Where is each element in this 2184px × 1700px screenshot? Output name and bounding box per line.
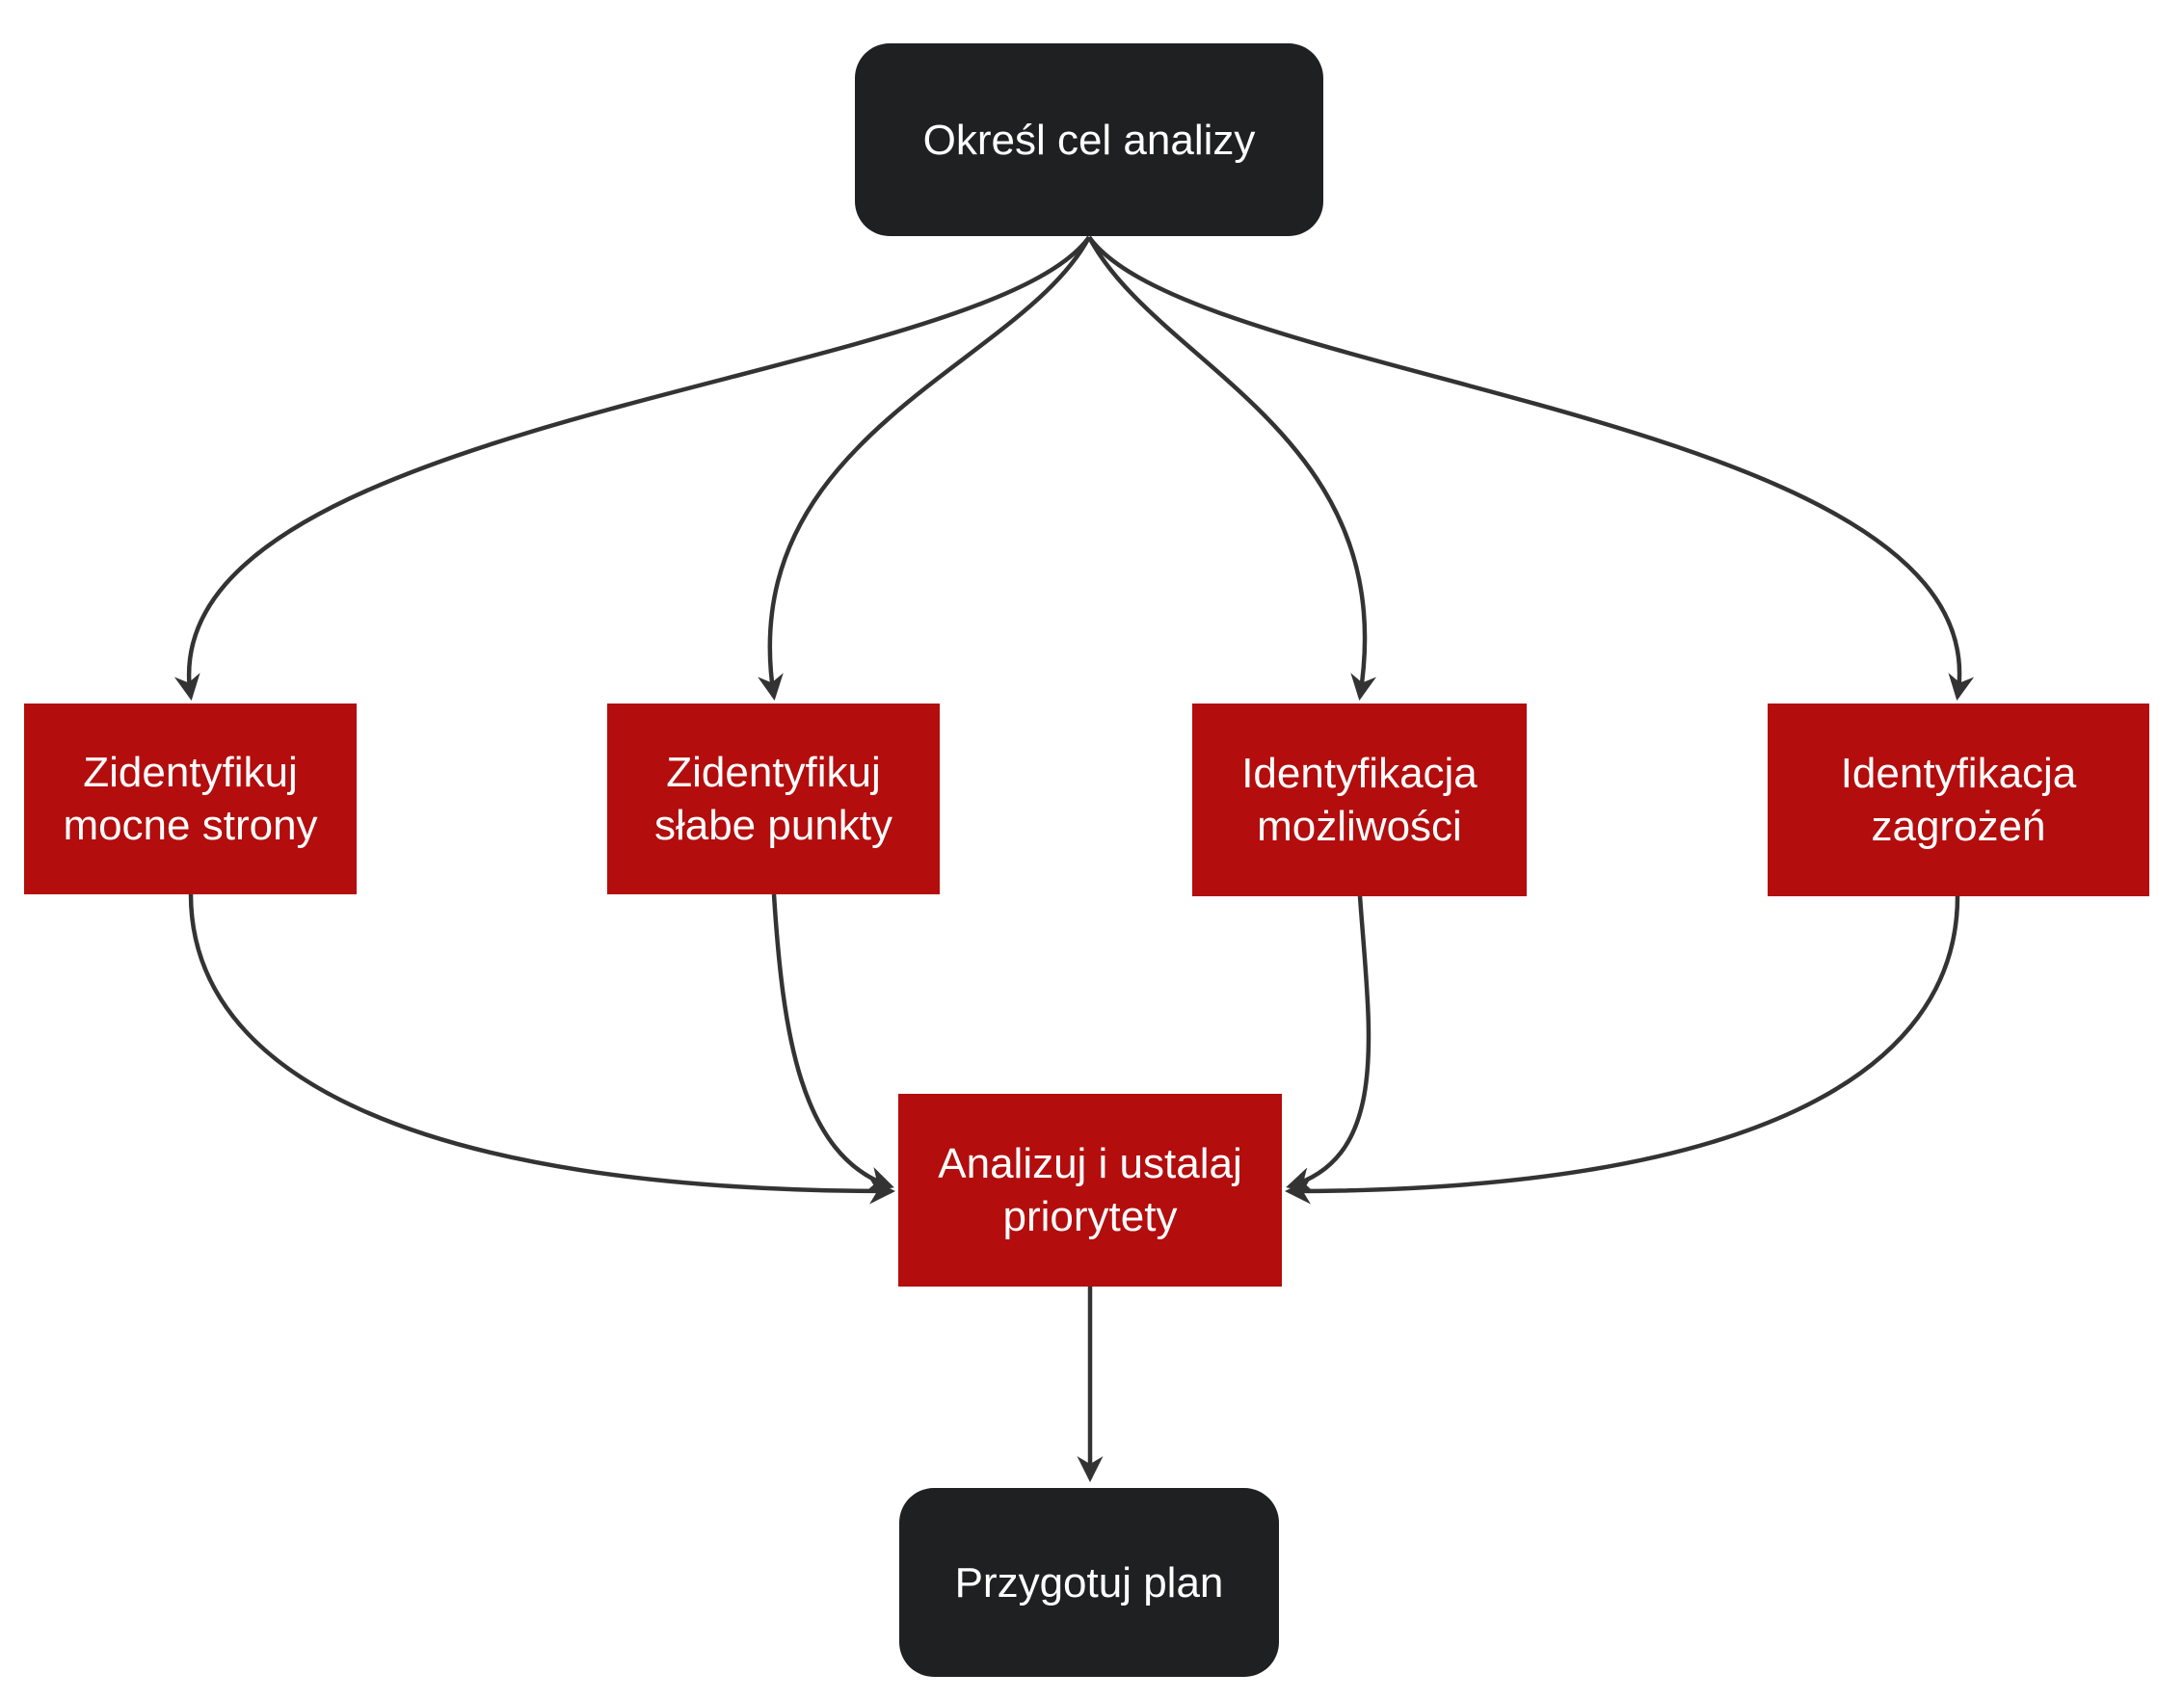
node-analyze-prioritize: Analizuj i ustalaj priorytety — [898, 1094, 1282, 1287]
node-identify-weaknesses-line2: słabe punkty — [653, 802, 893, 849]
node-identify-weaknesses-line1: Zidentyfikuj — [666, 749, 881, 796]
node-identify-opportunities-line2: możliwości — [1257, 803, 1462, 850]
node-identify-strengths-line2: mocne strony — [63, 802, 318, 849]
node-analyze-prioritize-line2: priorytety — [1002, 1193, 1178, 1240]
edge-start-weaknesses — [758, 235, 1091, 702]
edge-strengths-analyze — [188, 893, 896, 1205]
node-analyze-prioritize-line1: Analizuj i ustalaj — [938, 1140, 1242, 1187]
node-identify-strengths-line1: Zidentyfikuj — [83, 749, 298, 796]
node-prepare-plan-label: Przygotuj plan — [954, 1558, 1224, 1607]
node-identify-opportunities-line1: Identyfikacja — [1241, 750, 1478, 797]
node-identify-strengths: Zidentyfikuj mocne strony — [24, 704, 357, 894]
node-prepare-plan: Przygotuj plan — [899, 1488, 1279, 1677]
node-identify-threats-line2: zagrożeń — [1871, 803, 2046, 850]
node-define-goal: Określ cel analizy — [855, 43, 1323, 236]
node-identify-threats-line1: Identyfikacja — [1840, 750, 2077, 797]
edge-opportunities-analyze — [1286, 895, 1372, 1193]
node-identify-threats: Identyfikacja zagrożeń — [1768, 704, 2149, 896]
node-define-goal-label: Określ cel analizy — [922, 116, 1256, 164]
edge-start-threats — [1087, 235, 1975, 701]
edge-start-opportunities — [1087, 235, 1376, 701]
edge-start-strengths — [174, 235, 1091, 701]
node-identify-opportunities: Identyfikacja możliwości — [1192, 704, 1527, 896]
node-identify-weaknesses: Zidentyfikuj słabe punkty — [607, 704, 940, 894]
edge-threats-analyze — [1284, 895, 1960, 1205]
edge-weaknesses-analyze — [771, 893, 894, 1192]
